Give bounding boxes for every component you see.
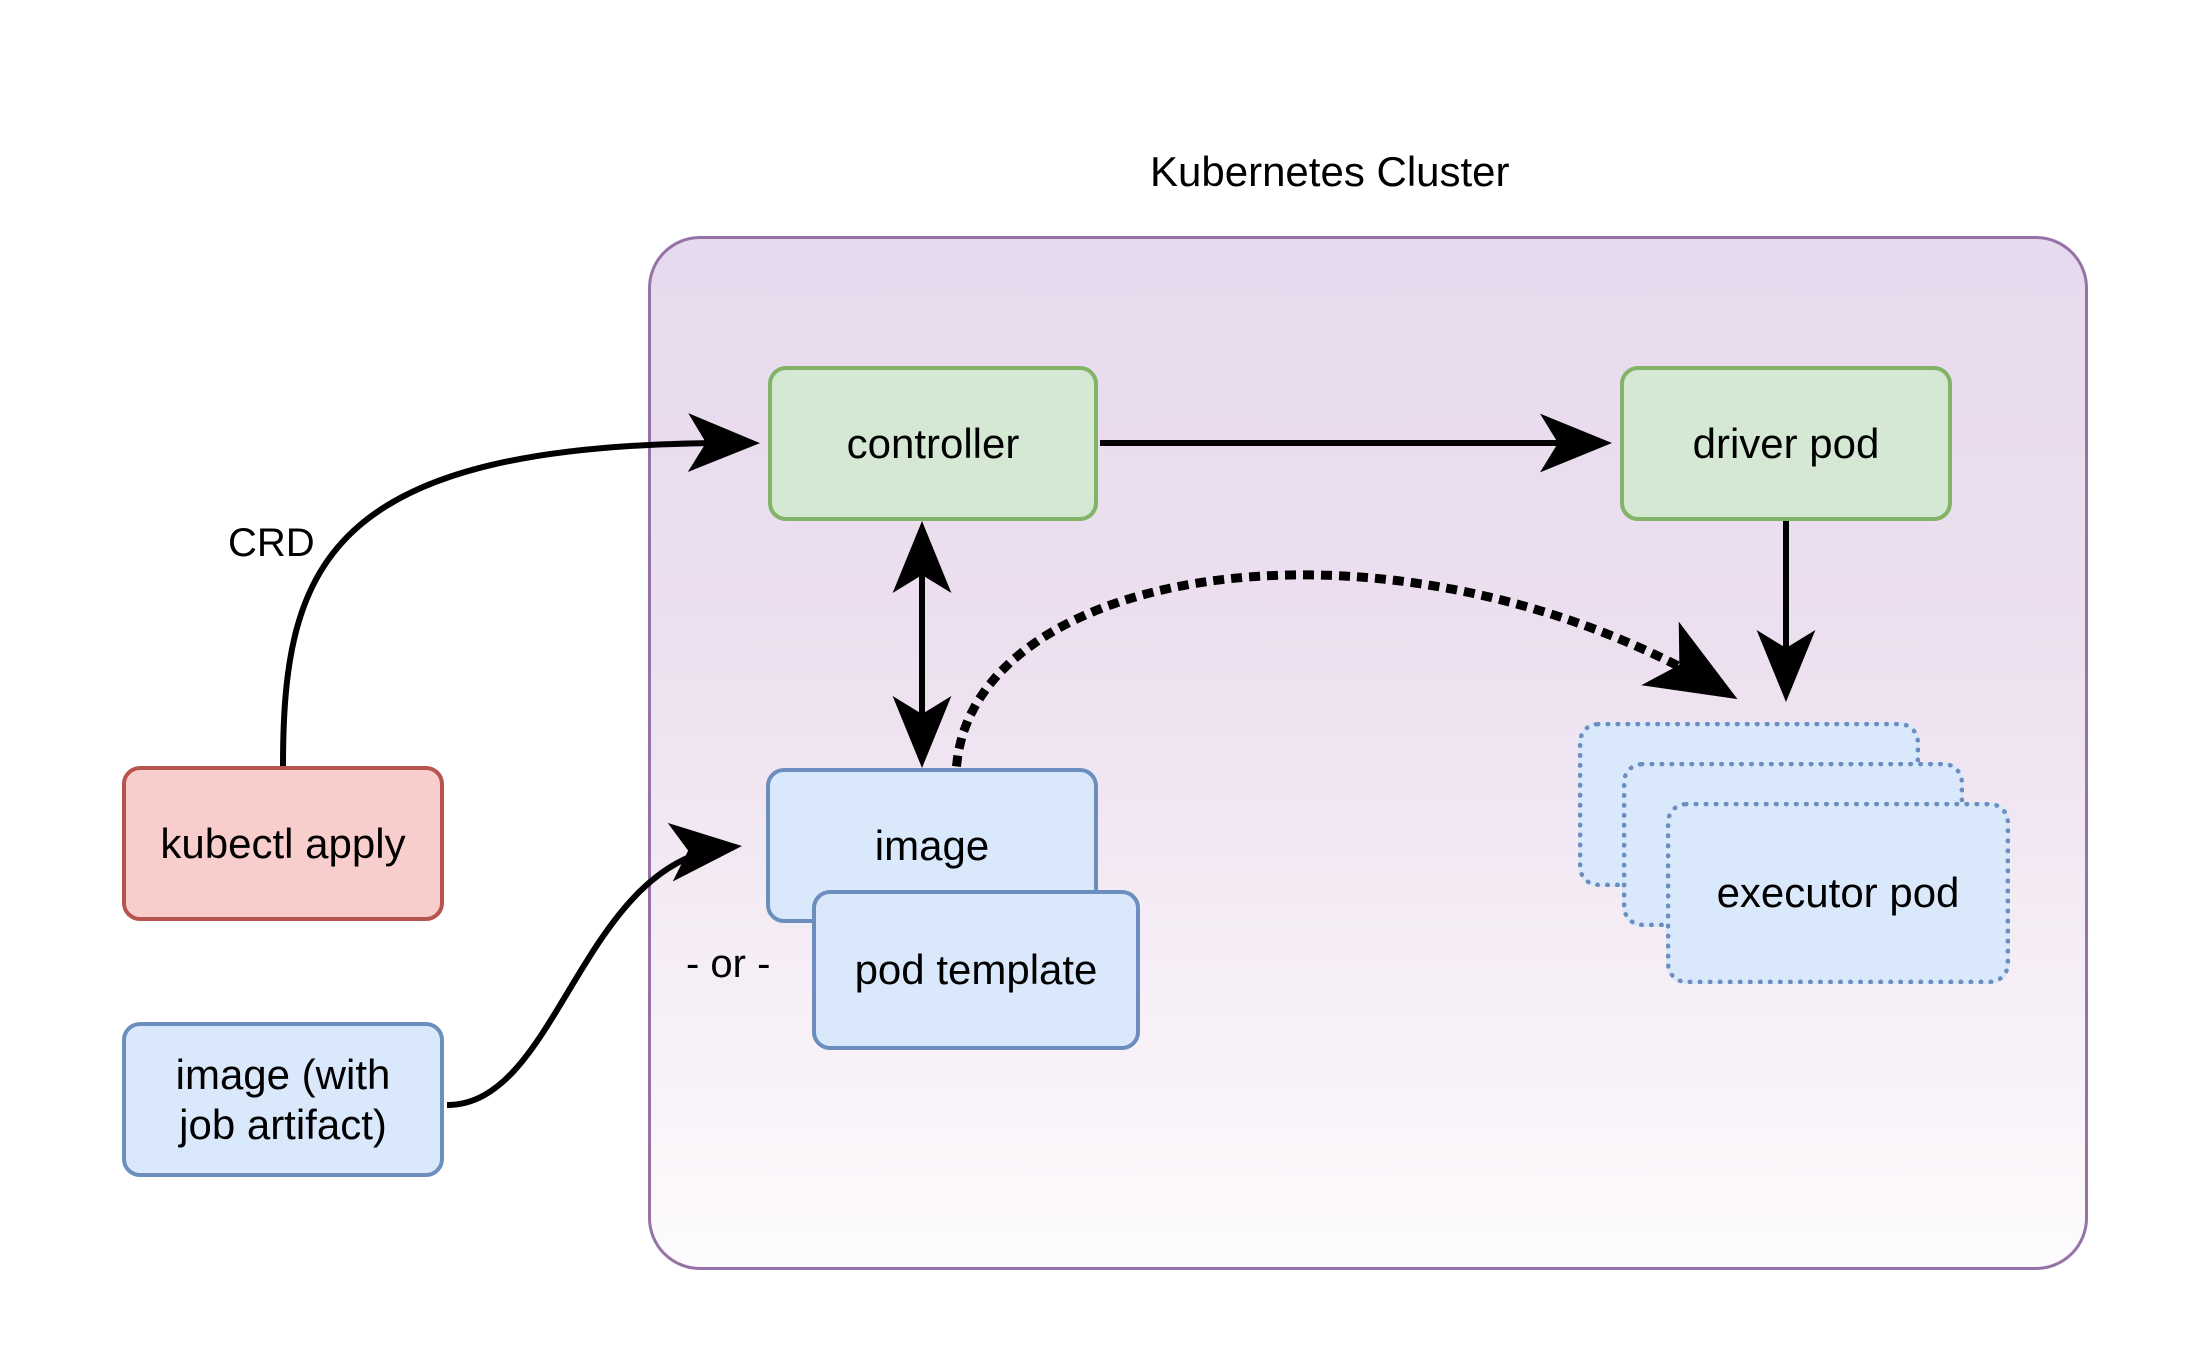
- node-image-with-job-artifact-line2: job artifact): [179, 1100, 387, 1148]
- node-kubectl-apply[interactable]: kubectl apply: [122, 766, 444, 921]
- node-driver-pod[interactable]: driver pod: [1620, 366, 1952, 521]
- or-edge-label: - or -: [686, 942, 771, 986]
- cluster-title: Kubernetes Cluster: [1150, 148, 1510, 195]
- node-controller-label: controller: [846, 419, 1020, 467]
- node-controller[interactable]: controller: [768, 366, 1098, 521]
- crd-edge-label: CRD: [228, 521, 315, 565]
- node-driver-pod-label: driver pod: [1692, 419, 1880, 467]
- node-pod-template-label: pod template: [854, 946, 1098, 994]
- node-executor-pod-1-label: executor pod: [1716, 869, 1960, 916]
- node-image-label: image: [874, 821, 990, 869]
- node-pod-template[interactable]: pod template: [812, 890, 1140, 1050]
- node-image-with-job-artifact-line1: image (with: [175, 1050, 391, 1098]
- node-image-with-job-artifact[interactable]: image (with job artifact): [122, 1022, 444, 1177]
- node-kubectl-apply-label: kubectl apply: [160, 819, 406, 867]
- node-executor-pod-1[interactable]: executor pod: [1666, 802, 2010, 984]
